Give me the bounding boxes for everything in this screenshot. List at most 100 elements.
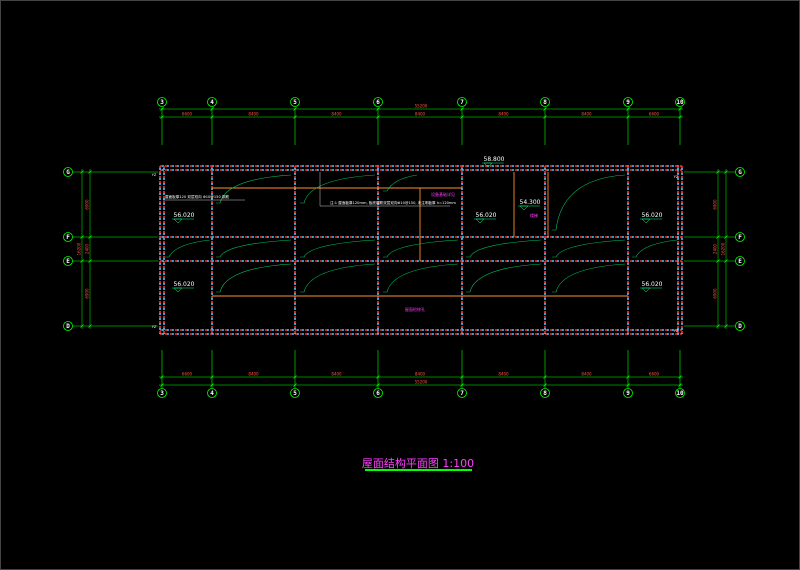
axis-label-top-8: 8 [543, 99, 547, 106]
axis-label-bottom-10: 10 [676, 390, 684, 397]
elevation-room-g3: 56.020 [174, 212, 195, 219]
dim-right-segment-text: 2400 [713, 243, 718, 254]
axis-bubble-right-D [735, 321, 745, 331]
axis-label-top-3: 3 [160, 99, 164, 106]
axis-label-right-D: D [738, 323, 742, 330]
slab-rebar-3 [383, 174, 418, 192]
dim-bottom-tick [543, 375, 547, 379]
slab-rebar-13 [300, 263, 376, 293]
axis-label-bottom-3: 3 [160, 390, 164, 397]
dim-bottom-segment-text: 8400 [248, 372, 259, 377]
dim-right-total-text: 16200 [721, 242, 726, 255]
dim-bottom-tick [160, 383, 164, 387]
elevation-room-g3-mark [173, 218, 183, 224]
dim-top-segment-text: 6600 [182, 112, 193, 117]
axis-bubble-left-F [63, 232, 73, 242]
axis-bubble-right-F [735, 232, 745, 242]
dim-bottom-tick [626, 383, 630, 387]
axis-label-bottom-5: 5 [293, 390, 297, 397]
column-mark-bl: YZ [152, 325, 157, 329]
axis-label-bottom-6: 6 [376, 390, 380, 397]
dim-left-tick [88, 259, 92, 263]
axis-label-top-6: 6 [376, 99, 380, 106]
dim-bottom-tick [626, 375, 630, 379]
dim-left-tick [80, 259, 84, 263]
dim-right-tick [724, 170, 728, 174]
dim-top-tick [460, 107, 464, 111]
axis-label-right-E: E [738, 258, 742, 265]
axis-bubble-bottom-8 [540, 388, 550, 398]
dim-top-tick [626, 107, 630, 111]
dim-bottom-tick [160, 375, 164, 379]
note-mid: 注:1 屋面板厚120mm, 板底钢筋双层双向Φ10@150, 未注明板厚 h=… [330, 200, 456, 205]
axis-bubble-bottom-3 [157, 388, 167, 398]
dim-bottom-tick [293, 383, 297, 387]
axis-bubble-top-8 [540, 97, 550, 107]
dim-left-segment-text: 6900 [85, 199, 90, 210]
slab-rebar-1 [216, 174, 292, 204]
axis-bubble-right-E [735, 256, 745, 266]
dim-top-tick [160, 107, 164, 111]
dim-top-tick [293, 115, 297, 119]
drawing-title: 屋面结构平面图 1:100 [362, 456, 474, 470]
dim-bottom-tick [376, 375, 380, 379]
axis-label-top-10: 10 [676, 99, 684, 106]
dim-top-tick [160, 115, 164, 119]
axis-bubble-right-G [735, 167, 745, 177]
dim-left-tick [88, 170, 92, 174]
dim-top-tick [293, 107, 297, 111]
column-mark-br: YZ [674, 329, 679, 333]
dim-bottom-tick [460, 383, 464, 387]
slab-rebar-14 [383, 263, 459, 293]
axis-bubble-top-6 [373, 97, 383, 107]
axis-bubble-left-G [63, 167, 73, 177]
dim-left-tick [88, 324, 92, 328]
dim-left-tick [80, 170, 84, 174]
elevation-room-d3: 56.020 [174, 281, 195, 288]
dim-left-tick [80, 324, 84, 328]
axis-bubble-top-10 [675, 97, 685, 107]
dim-top-tick [678, 115, 682, 119]
slab-rebar-5 [165, 239, 211, 258]
note-roof-hatch: 屋面检修孔 [405, 306, 425, 312]
slab-rebar-6 [216, 239, 292, 258]
elevation-stair-mark [519, 205, 529, 211]
dim-right-segment-text: 6900 [713, 199, 718, 210]
note-equipment: 设备基础详见 [431, 191, 455, 197]
axis-bubble-left-D [63, 321, 73, 331]
note-left: 屋面板厚120 双层双向 Φ10@150 钢筋 [165, 194, 229, 199]
dim-right-tick [724, 259, 728, 263]
column-mark-tl: YZ [152, 173, 157, 177]
dim-top-tick [376, 107, 380, 111]
dim-top-segment-text: 8400 [331, 112, 342, 117]
dim-top-segment-text: 6600 [649, 112, 660, 117]
axis-label-left-E: E [66, 258, 70, 265]
dim-top-segment-text: 8400 [248, 112, 259, 117]
dim-bottom-segment-text: 8400 [331, 372, 342, 377]
axis-bubble-bottom-5 [290, 388, 300, 398]
axis-label-bottom-4: 4 [210, 390, 214, 397]
axis-bubble-bottom-4 [207, 388, 217, 398]
axis-bubble-bottom-6 [373, 388, 383, 398]
elevation-room-g9: 56.020 [642, 212, 663, 219]
dim-top-tick [376, 115, 380, 119]
axis-label-right-F: F [738, 234, 742, 241]
axis-bubble-top-9 [623, 97, 633, 107]
axis-label-bottom-9: 9 [626, 390, 630, 397]
axis-label-right-G: G [738, 169, 742, 176]
axis-label-top-5: 5 [293, 99, 297, 106]
slab-rebar-12 [216, 263, 292, 293]
dim-top-tick [678, 107, 682, 111]
dim-left-segment-text: 2400 [85, 243, 90, 254]
dim-top-tick [543, 115, 547, 119]
note-stair: 楼梯 [530, 212, 538, 218]
axis-label-top-7: 7 [460, 99, 464, 106]
elevation-room-g7-mark [475, 218, 485, 224]
dim-top-tick [626, 115, 630, 119]
dim-bottom-segment-text: 8400 [498, 372, 509, 377]
dim-top-tick [210, 115, 214, 119]
elevation-room-d9-mark [641, 287, 651, 293]
dim-left-tick [88, 235, 92, 239]
elevation-room-d3-mark [173, 287, 183, 293]
